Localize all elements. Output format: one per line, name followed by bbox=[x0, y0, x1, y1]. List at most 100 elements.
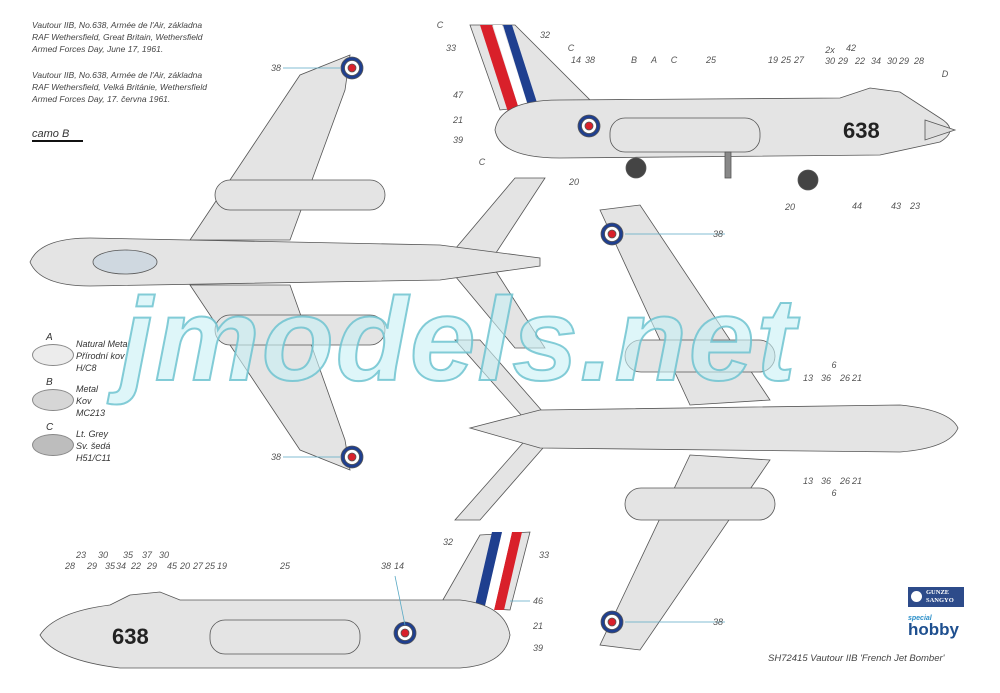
caption-czech: Vautour IIB, No.638, Armée de l'Air, zák… bbox=[32, 69, 252, 105]
callout: 38 bbox=[712, 617, 724, 627]
callout: 43 bbox=[890, 201, 902, 211]
callout: 14 bbox=[393, 561, 405, 571]
callout: 13 bbox=[802, 476, 814, 486]
callout: 47 bbox=[452, 90, 464, 100]
color-swatch bbox=[32, 389, 74, 411]
kit-title: SH72415 Vautour IIB 'French Jet Bomber' bbox=[768, 653, 945, 664]
color-swatch bbox=[32, 434, 74, 456]
callout: 34 bbox=[115, 561, 127, 571]
callout: 6 bbox=[831, 488, 837, 498]
legend-letter: C bbox=[46, 422, 54, 433]
callout: 34 bbox=[870, 56, 882, 66]
callout: 38 bbox=[380, 561, 392, 571]
caption-line: Armed Forces Day, 17. června 1961. bbox=[32, 94, 171, 104]
callout: 25 bbox=[279, 561, 291, 571]
callout: 30 bbox=[824, 56, 836, 66]
callout: C bbox=[436, 20, 444, 30]
callout: 20 bbox=[568, 177, 580, 187]
callout: C bbox=[478, 157, 486, 167]
callout: 45 bbox=[166, 561, 178, 571]
callout: 35 bbox=[122, 550, 134, 560]
caption-line: Vautour IIB, No.638, Armée de l'Air, zák… bbox=[32, 70, 203, 80]
callout: C bbox=[567, 43, 575, 53]
callout: 21 bbox=[532, 621, 544, 631]
callout: 32 bbox=[442, 537, 454, 547]
callout: 38 bbox=[270, 63, 282, 73]
callout: 39 bbox=[452, 135, 464, 145]
callout: 38 bbox=[712, 229, 724, 239]
bottom-view-aircraft bbox=[454, 204, 959, 651]
caption-line: RAF Wethersfield, Great Britain, Wethers… bbox=[32, 32, 203, 42]
caption-line: RAF Wethersfield, Velká Británie, Wether… bbox=[32, 82, 207, 92]
callout: 42 bbox=[845, 43, 857, 53]
left-side-aircraft bbox=[469, 24, 957, 191]
callout: A bbox=[650, 55, 658, 65]
callout: B bbox=[630, 55, 638, 65]
color-swatch bbox=[32, 344, 74, 366]
gunze-emblem-icon bbox=[911, 591, 922, 602]
callout: 21 bbox=[452, 115, 464, 125]
callout: 36 bbox=[820, 373, 832, 383]
callout: 33 bbox=[538, 550, 550, 560]
callout: 23 bbox=[75, 550, 87, 560]
callout-leaders bbox=[283, 67, 725, 626]
callout: 20 bbox=[179, 561, 191, 571]
callout: 6 bbox=[831, 360, 837, 370]
top-view-aircraft bbox=[29, 54, 546, 471]
caption-line: Armed Forces Day, June 17, 1961. bbox=[32, 44, 164, 54]
legend-letter: B bbox=[46, 377, 53, 388]
callout: 30 bbox=[886, 56, 898, 66]
caption-line: Vautour IIB, No.638, Armée de l'Air, zák… bbox=[32, 20, 203, 30]
callout: 25 bbox=[780, 55, 792, 65]
callout: 13 bbox=[802, 373, 814, 383]
callout: 21 bbox=[851, 373, 863, 383]
right-side-aircraft bbox=[39, 531, 531, 669]
callout: 28 bbox=[913, 56, 925, 66]
callout: 2x bbox=[825, 45, 835, 55]
callout: 21 bbox=[851, 476, 863, 486]
callout: 29 bbox=[146, 561, 158, 571]
callout: 26 bbox=[839, 476, 851, 486]
callout: 39 bbox=[532, 643, 544, 653]
callout: 27 bbox=[793, 55, 805, 65]
callout: 23 bbox=[909, 201, 921, 211]
callout: 20 bbox=[784, 202, 796, 212]
callout: 22 bbox=[130, 561, 142, 571]
callout: 27 bbox=[192, 561, 204, 571]
callout: 28 bbox=[64, 561, 76, 571]
callout: 29 bbox=[837, 56, 849, 66]
camo-label: camo B bbox=[32, 128, 84, 142]
callout: 29 bbox=[86, 561, 98, 571]
callout: 35 bbox=[104, 561, 116, 571]
registration-number: 638 bbox=[112, 624, 149, 649]
callout: 19 bbox=[767, 55, 779, 65]
callout: 29 bbox=[898, 56, 910, 66]
callout: 14 bbox=[570, 55, 582, 65]
callout: 46 bbox=[532, 596, 544, 606]
callout: 38 bbox=[270, 452, 282, 462]
callout: 19 bbox=[216, 561, 228, 571]
callout: 25 bbox=[204, 561, 216, 571]
callout: 36 bbox=[820, 476, 832, 486]
callout: 44 bbox=[851, 201, 863, 211]
callout: 26 bbox=[839, 373, 851, 383]
callout: D bbox=[941, 69, 949, 79]
callout: 22 bbox=[854, 56, 866, 66]
caption-english: Vautour IIB, No.638, Armée de l'Air, zák… bbox=[32, 19, 252, 55]
registration-number: 638 bbox=[843, 118, 880, 143]
callout: 33 bbox=[445, 43, 457, 53]
callout: 30 bbox=[97, 550, 109, 560]
callout: 32 bbox=[539, 30, 551, 40]
callout: 25 bbox=[705, 55, 717, 65]
callout: 37 bbox=[141, 550, 153, 560]
callout: 38 bbox=[584, 55, 596, 65]
callout: 30 bbox=[158, 550, 170, 560]
callout: C bbox=[670, 55, 678, 65]
